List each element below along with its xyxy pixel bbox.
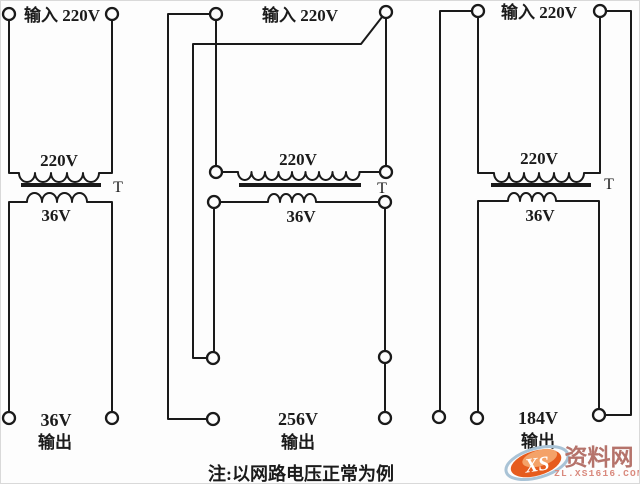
transformer-designator: T bbox=[377, 180, 387, 197]
circuit-series-boost: 输入 220V 220V T 36V 256V 输出 bbox=[167, 4, 394, 452]
primary-winding-wire bbox=[221, 171, 381, 181]
input-terminal-left bbox=[470, 3, 486, 19]
input-terminal-right bbox=[104, 6, 120, 22]
diagram-note: 注:以网路电压正常为例 bbox=[208, 463, 394, 484]
secondary-terminal-left bbox=[206, 194, 222, 210]
primary-loop-wire bbox=[8, 19, 113, 183]
circuit-isolation: 输入 220V 220V T 36V 36V 输出 bbox=[1, 5, 123, 452]
input-voltage-label: 输入 220V bbox=[24, 5, 101, 25]
output-terminal-left bbox=[1, 410, 17, 426]
watermark-site-url: ZL.XS1616.COM bbox=[554, 468, 640, 479]
input-terminal-right bbox=[592, 3, 608, 19]
output-voltage-value: 256V bbox=[278, 409, 318, 429]
neutral-outer-wire bbox=[604, 10, 632, 416]
output-voltage-value: 184V bbox=[518, 408, 558, 428]
circuit-series-buck: 输入 220V 220V T 36V 184V 输出 bbox=[431, 2, 632, 451]
output-terminal-middle bbox=[469, 410, 485, 426]
secondary-winding-label: 36V bbox=[41, 206, 71, 225]
output-terminal-right bbox=[104, 410, 120, 426]
transformer-designator: T bbox=[113, 179, 123, 196]
junction-terminal-right bbox=[377, 349, 393, 365]
xs-logo-icon bbox=[504, 445, 570, 481]
transformer-designator: T bbox=[604, 176, 614, 193]
input-terminal-left bbox=[1, 6, 17, 22]
input-terminal-right bbox=[378, 4, 394, 20]
primary-winding-label: 220V bbox=[520, 149, 559, 168]
secondary-winding-label: 36V bbox=[286, 207, 316, 226]
output-voltage-value: 36V bbox=[41, 410, 72, 430]
secondary-loop-wire bbox=[8, 192, 113, 413]
primary-loop-wire bbox=[477, 16, 601, 183]
watermark: XS 资料网 ZL.XS1616.COM bbox=[504, 444, 640, 481]
output-label: 输出 bbox=[38, 432, 72, 452]
primary-terminal-left bbox=[208, 164, 224, 180]
watermark-site-name: 资料网 bbox=[565, 444, 634, 470]
live-to-output-wire bbox=[167, 13, 211, 420]
live-to-output-wire bbox=[439, 10, 473, 412]
watermark-logo-text: XS bbox=[523, 452, 551, 477]
primary-winding-label: 220V bbox=[40, 151, 79, 170]
input-terminal-left bbox=[208, 6, 224, 22]
output-label: 输出 bbox=[281, 432, 315, 452]
output-terminal-right bbox=[591, 407, 607, 423]
output-terminal-left bbox=[205, 411, 221, 427]
output-terminal-right bbox=[377, 410, 393, 426]
primary-terminal-right bbox=[378, 164, 394, 180]
secondary-winding-label: 36V bbox=[525, 206, 555, 225]
input-voltage-label: 输入 220V bbox=[501, 2, 578, 22]
output-terminal-left bbox=[431, 409, 447, 425]
neutral-to-junction-wire bbox=[192, 15, 384, 359]
secondary-terminal-right bbox=[377, 194, 393, 210]
secondary-winding-wire bbox=[219, 193, 380, 203]
secondary-loop-wire bbox=[477, 192, 600, 413]
input-voltage-label: 输入 220V bbox=[262, 5, 339, 25]
primary-winding-label: 220V bbox=[279, 150, 318, 169]
junction-terminal-left bbox=[205, 350, 221, 366]
